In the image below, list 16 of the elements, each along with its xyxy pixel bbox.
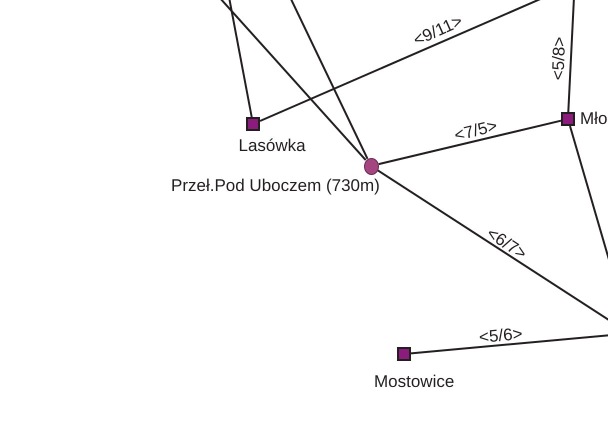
edge-label: <5/8> <box>550 36 568 80</box>
place-name: Mło <box>580 110 608 128</box>
trail-line <box>410 334 608 354</box>
trail-line <box>378 120 562 166</box>
edge-label: <9/11> <box>410 12 465 48</box>
edge-label: <7/5> <box>452 116 499 144</box>
edge-label: <6/7> <box>484 224 530 262</box>
place-name: Mostowice <box>374 373 454 391</box>
trail-line <box>567 0 575 112</box>
trail-line <box>228 0 253 118</box>
trail-line <box>218 0 366 161</box>
place-name: Przeł.Pod Uboczem (730m) <box>171 177 380 195</box>
trail-line <box>377 169 608 323</box>
place-name: Lasówka <box>238 137 306 155</box>
trail-line <box>289 0 368 160</box>
edge-label: <5/6> <box>478 324 524 346</box>
